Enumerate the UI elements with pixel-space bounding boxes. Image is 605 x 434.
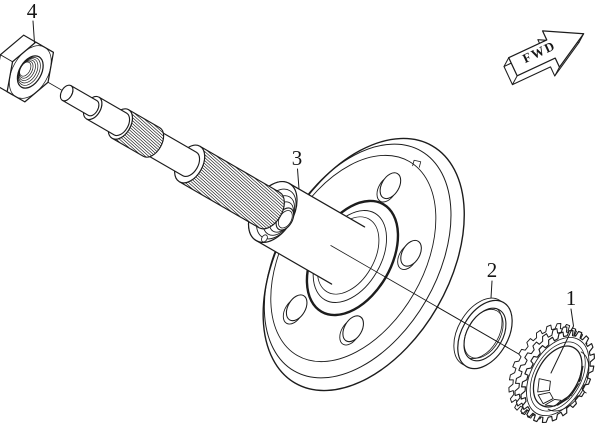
clutch-back-bore-arc [547,351,590,412]
bolt-holes [282,172,422,346]
shaft-illustration [59,84,291,235]
nut-thread-arc [19,61,32,77]
nut-chamfer-circle [8,45,52,99]
part-label-4: 4 [27,0,38,23]
spline-hatch-line [120,109,169,142]
spline-hatch-line [193,146,284,214]
leader-line-2 [490,280,493,299]
part-label-3: 3 [292,146,303,170]
spline-hatch-line [191,146,282,218]
clutch-cage-window [537,392,554,405]
axis-centerline-overlay [330,245,544,369]
bolt-hole [342,315,364,343]
boss-notch [261,234,268,243]
part-label-1: 1 [566,286,577,310]
bolt-hole [285,294,308,322]
clutch-bore-edge [532,345,583,408]
part-labels: 4 3 2 1 [27,0,577,374]
fwd-arrow-front [508,30,585,77]
bolt-hole [400,239,422,267]
spline-hatch-line [118,109,167,145]
fwd-arrow-depth-edges [503,33,585,86]
shaft-tip-face [59,84,74,102]
bolt-hole [379,172,402,200]
clutch-face-ring-inner [529,341,586,412]
hex-nut-illustration [0,34,55,103]
nut-thread-arcs [17,57,41,86]
leader-line-3 [297,168,300,190]
spline-hatch-line [190,146,281,220]
clutch-face-ring [526,336,590,417]
part-label-2: 2 [487,258,498,282]
spline-hatch-line [119,109,168,144]
clutch-cage-window [570,382,580,397]
clutch-cage-window [544,399,562,407]
spline-hatch-line [194,146,286,212]
fwd-arrow-icon: FWD [503,30,585,86]
leader-line-4 [32,20,35,44]
leader-line-1 [550,308,574,374]
clutch-cage-window [537,378,551,393]
rim-notch [412,159,422,168]
clutch-teeth-layer [520,329,595,424]
ring-band-fill [457,300,513,369]
nut-edge-line [0,54,14,63]
